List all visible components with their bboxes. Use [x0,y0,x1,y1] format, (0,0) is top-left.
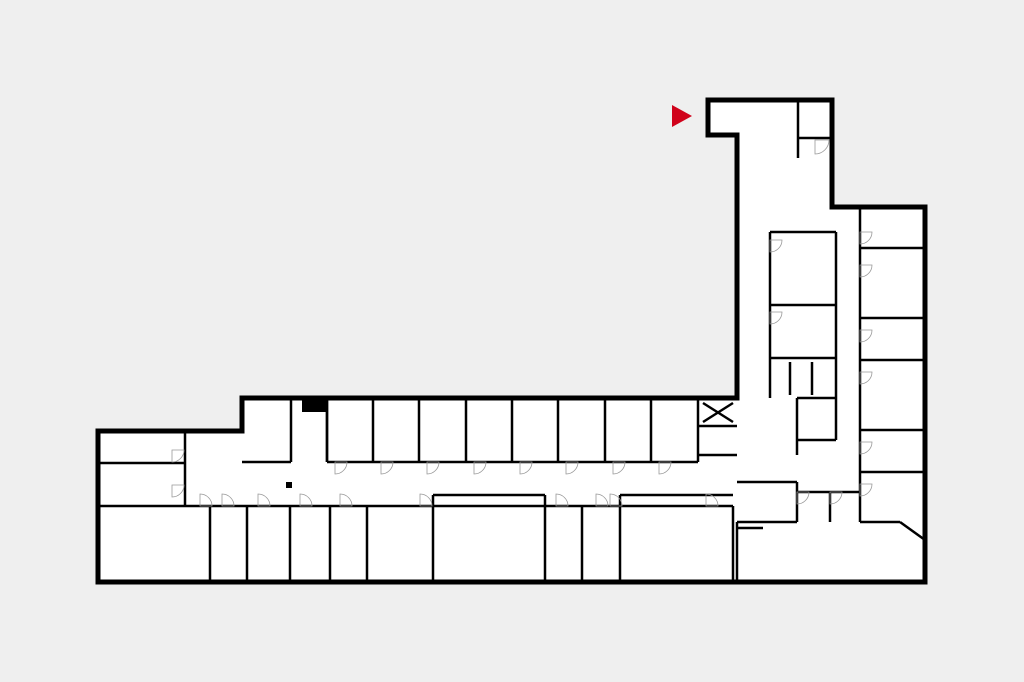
door-swing-icon [199,493,213,507]
door-swing-icon [769,239,783,253]
door-swing-icon [859,329,873,343]
door-swing-icon [555,493,569,507]
door-swing-icon [171,449,185,463]
door-swing-icon [426,461,440,475]
wall [899,520,926,542]
door-swing-icon [658,461,672,475]
door-swing-icon [519,461,533,475]
door-swing-icon [829,491,843,505]
door-swing-icon [769,311,783,325]
door-swing-icon [419,493,433,507]
door-swing-icon [612,461,626,475]
door-swing-icon [595,493,609,507]
door-swing-icon [339,493,353,507]
door-swing-icon [859,483,873,497]
door-swing-icon [473,461,487,475]
door-swing-icon [859,371,873,385]
entrance-marker-icon[interactable] [672,105,692,127]
door-swing-icon [859,441,873,455]
door-swing-icon [171,484,185,498]
building-outline [95,97,928,585]
door-swing-icon [299,493,313,507]
doors [171,139,873,507]
door-swing-icon [334,461,348,475]
door-swing-icon [859,231,873,245]
column [286,482,292,488]
door-swing-icon [796,491,810,505]
door-swing-icon [609,493,623,507]
door-swing-icon [565,461,579,475]
wall [702,401,734,424]
door-swing-icon [257,493,271,507]
door-swing-icon [814,139,830,155]
shaft-block [302,399,326,412]
door-swing-icon [705,493,719,507]
door-swing-icon [221,493,235,507]
door-swing-icon [380,461,394,475]
door-swing-icon [859,264,873,278]
